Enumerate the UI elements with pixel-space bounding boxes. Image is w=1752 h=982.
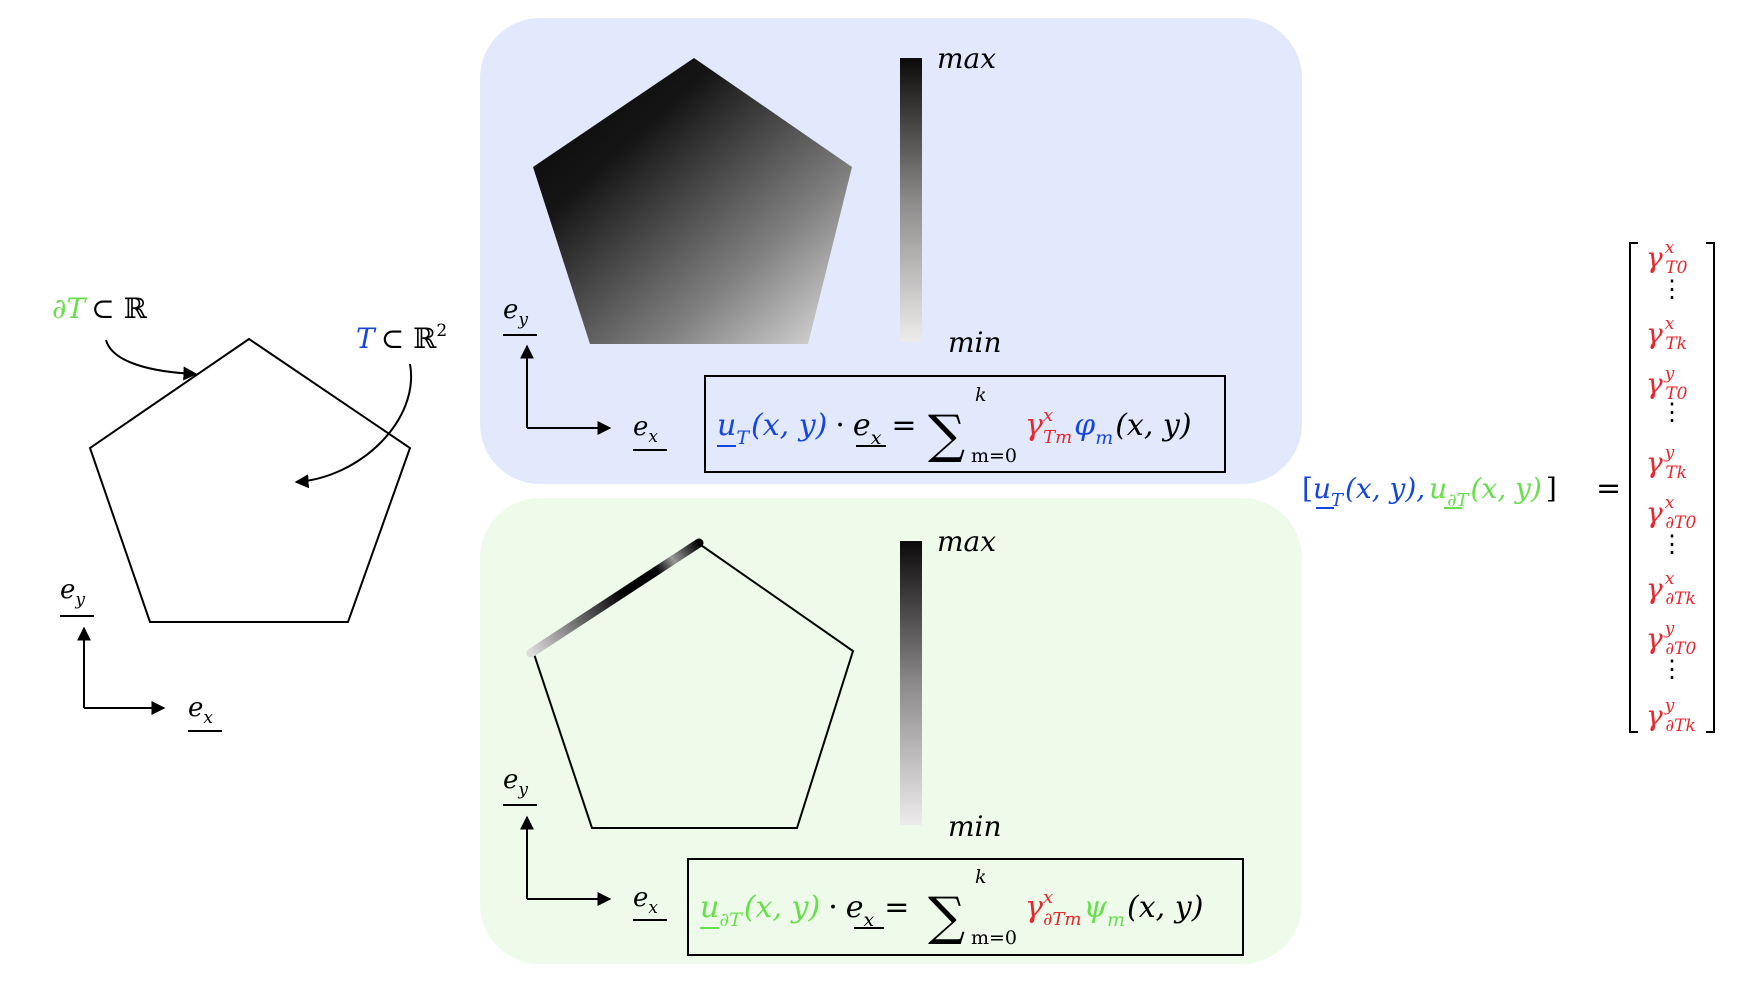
top-pentagon-field (533, 58, 852, 344)
left-section: ∂T⊂ ℝ T⊂ ℝ2 ey ex (52, 292, 447, 732)
boundary-arrow (105, 339, 198, 381)
left-axis-y-label: ey (60, 575, 85, 610)
bottom-panel-bg (480, 498, 1302, 964)
interior-label: T⊂ ℝ2 (356, 321, 447, 355)
bottom-axis-x-label: ex (633, 883, 658, 918)
bottom-colorbar (900, 541, 922, 825)
bottom-max-label: max (937, 525, 996, 558)
matrix-left-bracket (1629, 242, 1638, 733)
top-equation-box (704, 375, 1226, 473)
matrix-vdots: ⋮ (1660, 398, 1684, 426)
matrix-vdots: ⋮ (1660, 530, 1684, 558)
left-axis-x-label: ex (188, 693, 213, 728)
top-axis-y-label: ey (503, 295, 528, 330)
matrix-vdots: ⋮ (1660, 655, 1684, 683)
vector-lhs: [uT(x, y),u∂T(x, y)] (1302, 472, 1557, 511)
boundary-label: ∂T⊂ ℝ (52, 292, 148, 325)
bottom-axis-y-label: ey (503, 765, 528, 800)
top-axis-x-label: ex (633, 412, 658, 447)
matrix-vdots: ⋮ (1660, 275, 1684, 303)
bottom-equation-coeff: γx∂Tmψm(x, y) (1025, 887, 1203, 931)
interior-arrow (294, 363, 413, 489)
top-sum-lower: m=0 (971, 445, 1017, 467)
top-max-label: max (937, 42, 996, 75)
top-min-label: min (948, 326, 1002, 359)
top-equation: uT(x, y)·ex= (717, 408, 917, 449)
bottom-equation: u∂T(x, y)·ex= (700, 890, 909, 931)
vector-equals: = (1596, 471, 1621, 506)
domain-pentagon (88, 337, 412, 623)
top-colorbar (900, 58, 922, 342)
bottom-min-label: min (948, 810, 1002, 843)
matrix-right-bracket (1706, 242, 1715, 733)
bottom-highlighted-edge (526, 538, 704, 658)
top-sum-upper: k (975, 384, 987, 406)
bottom-sum-lower: m=0 (971, 927, 1017, 949)
bottom-sum-upper: k (975, 866, 987, 888)
top-sum-symbol: ∑ (928, 405, 965, 465)
bottom-sum-symbol: ∑ (928, 887, 965, 947)
bottom-equation-box (687, 858, 1244, 956)
bottom-panel: max min ey ex u∂T(x, y)·ex= ∑ k m=0 γx∂T… (480, 498, 1302, 964)
